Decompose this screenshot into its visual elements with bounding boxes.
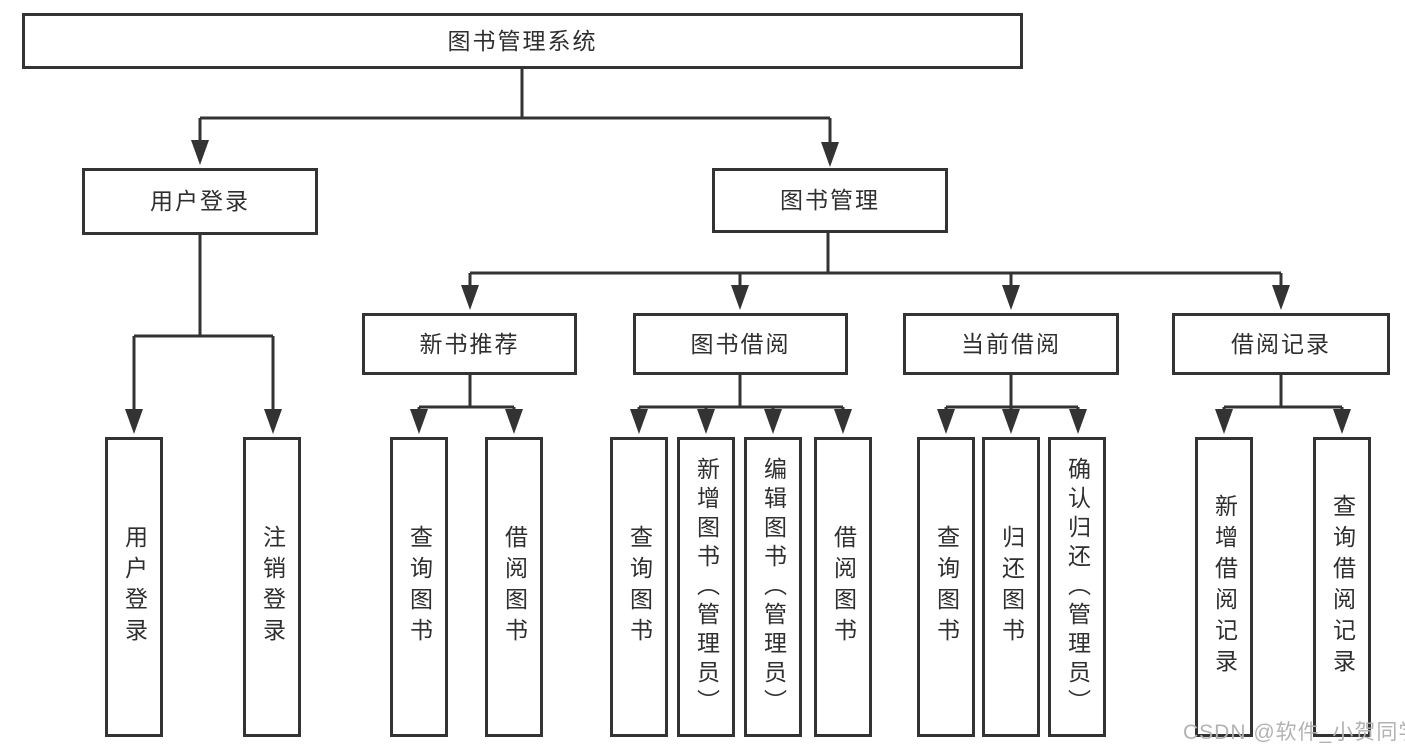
leaf-current-query-books: 查询图书 <box>917 437 975 737</box>
node-book-borrow: 图书借阅 <box>633 313 848 375</box>
leaf-borrow-borrow-books: 借阅图书 <box>814 437 872 737</box>
leaf-newbook-query-books: 查询图书 <box>390 437 448 737</box>
node-root: 图书管理系统 <box>22 13 1023 69</box>
node-borrow-records: 借阅记录 <box>1172 313 1390 375</box>
node-book-management: 图书管理 <box>712 168 948 233</box>
node-current-borrow: 当前借阅 <box>903 313 1119 375</box>
leaf-user-login: 用户登录 <box>105 437 163 737</box>
leaf-borrow-query-books: 查询图书 <box>610 437 668 737</box>
leaf-current-confirm-return-admin: 确认归还（管理员） <box>1048 437 1106 737</box>
leaf-borrow-add-books-admin: 新增图书（管理员） <box>677 437 735 737</box>
leaf-records-add-record: 新增借阅记录 <box>1195 437 1253 737</box>
leaf-records-query-record: 查询借阅记录 <box>1313 437 1371 737</box>
node-new-book-recommend: 新书推荐 <box>362 313 577 375</box>
arrowheads <box>125 140 1351 434</box>
leaf-logout: 注销登录 <box>243 437 301 737</box>
node-user-login: 用户登录 <box>82 168 318 235</box>
leaf-borrow-edit-books-admin: 编辑图书（管理员） <box>744 437 802 737</box>
leaf-current-return-books: 归还图书 <box>982 437 1040 737</box>
leaf-newbook-borrow-books: 借阅图书 <box>485 437 543 737</box>
